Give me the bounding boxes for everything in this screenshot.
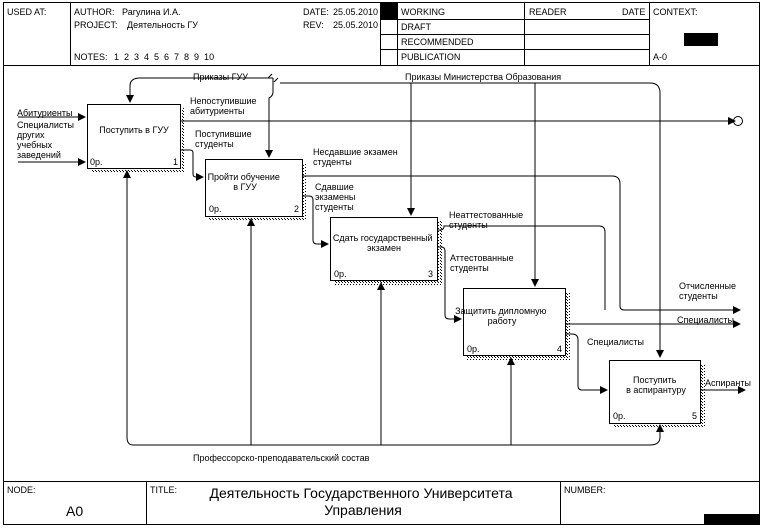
label-expelled: Отчисленные студенты <box>679 281 739 301</box>
context-label: CONTEXT: <box>653 7 698 17</box>
label-staff: Профессорско-преподавательский состав <box>193 453 370 463</box>
arrow-attested <box>437 246 462 323</box>
node-value: A0 <box>66 503 83 519</box>
box-1-title: Поступить в ГУУ <box>99 125 169 135</box>
notes-label: NOTES: <box>74 52 108 62</box>
node-label: NODE: <box>7 485 36 495</box>
label-other-specialists: Специалисты других учебных заведений <box>17 120 76 160</box>
label-failed-exam: Несдавшие экзамен студенты <box>313 147 400 167</box>
box-1-cost: 0р. <box>90 157 103 167</box>
label-postgrads: Аспиранты <box>705 378 751 388</box>
label-specialists-down: Специалисты <box>587 337 644 347</box>
activity-box-4[interactable]: Защитить дипломную работу 0р. 4 <box>455 288 570 361</box>
box-2-title: Пройти обучение в ГУУ <box>208 172 283 192</box>
diagram-frame <box>3 2 760 525</box>
context-thumbnail <box>684 33 718 46</box>
box-5-title: Поступить в аспирантуру <box>626 375 686 395</box>
reader-date-label: DATE <box>622 7 645 17</box>
activity-box-2[interactable]: Пройти обучение в ГУУ 0р. 2 <box>205 159 307 222</box>
header: USED AT: AUTHOR: Рагулина И.А. PROJECT: … <box>3 2 760 66</box>
box-3-title: Сдать государственный экзамен <box>333 233 435 253</box>
box-1-number: 1 <box>173 157 178 167</box>
working-status-mark <box>381 3 397 19</box>
box-5-number: 5 <box>692 411 697 421</box>
activity-box-3[interactable]: Сдать государственный экзамен 0р. 3 <box>330 217 443 286</box>
box-4-title: Защитить дипломную работу <box>455 306 549 326</box>
box-3-cost: 0р. <box>334 269 347 279</box>
label-applicants: Абитуриенты <box>17 108 72 118</box>
box-4-cost: 0р. <box>467 344 480 354</box>
date-value: 25.05.2010 <box>333 7 378 17</box>
date-label: DATE: <box>303 7 329 17</box>
status-draft: DRAFT <box>401 22 431 32</box>
box-3-number: 3 <box>428 269 433 279</box>
activity-box-1[interactable]: Поступить в ГУУ 0р. 1 <box>87 104 186 174</box>
arrow-control-orders-guu <box>126 77 273 103</box>
activity-box-5[interactable]: Поступить в аспирантуру 0р. 5 <box>609 360 706 429</box>
footer: NODE: A0 TITLE: Деятельность Государстве… <box>3 481 760 525</box>
label-orders-guu: Приказы ГУУ <box>193 72 248 82</box>
label-unattested: Неаттестованные студенты <box>449 210 526 230</box>
arrow-failed-exam <box>302 175 741 314</box>
rev-value: 25.05.2010 <box>333 20 378 30</box>
title-label: TITLE: <box>150 485 177 495</box>
arrow-unattested <box>437 225 606 310</box>
status-publication: PUBLICATION <box>401 52 460 62</box>
author-value: Рагулина И.А. <box>122 7 181 17</box>
box-2-cost: 0р. <box>209 204 222 214</box>
label-unadmitted: Непоступившие абитуриенты <box>190 96 259 116</box>
arrow-passed-exams <box>302 195 329 248</box>
status-recommended: RECOMMENDED <box>401 37 474 47</box>
project-value: Деятельность ГУ <box>127 20 198 30</box>
notes-numbers: 1 2 3 4 5 6 7 8 9 10 <box>114 52 214 62</box>
used-at-label: USED AT: <box>7 7 46 17</box>
rev-label: REV: <box>303 20 324 30</box>
label-attested: Аттестованные студенты <box>450 253 516 273</box>
arrow-admitted-students <box>181 149 204 181</box>
status-working: WORKING <box>401 7 445 17</box>
project-label: PROJECT: <box>74 20 118 30</box>
box-5-cost: 0р. <box>613 411 626 421</box>
label-passed-exams: Сдавшие экзамены студенты <box>315 182 358 212</box>
arrow-labels: Абитуриенты Специалисты других учебных з… <box>17 72 751 463</box>
arrow-mechanism-staff <box>133 424 664 446</box>
author-label: AUTHOR: <box>74 7 115 17</box>
arrow-specialists-to-box5 <box>566 333 608 394</box>
box-4-number: 4 <box>557 344 562 354</box>
reader-label: READER <box>529 7 567 17</box>
box-2-number: 2 <box>294 204 299 214</box>
label-specialists-right: Специалисты <box>677 315 734 325</box>
context-node: A-0 <box>653 52 667 62</box>
label-admitted: Поступившие студенты <box>195 129 254 149</box>
number-label: NUMBER: <box>564 485 606 495</box>
arrow-control-ministry-orders <box>280 82 664 358</box>
label-ministry-orders: Приказы Министерства Образования <box>405 72 561 82</box>
diagram-title: Деятельность Государственного Университе… <box>210 485 517 518</box>
